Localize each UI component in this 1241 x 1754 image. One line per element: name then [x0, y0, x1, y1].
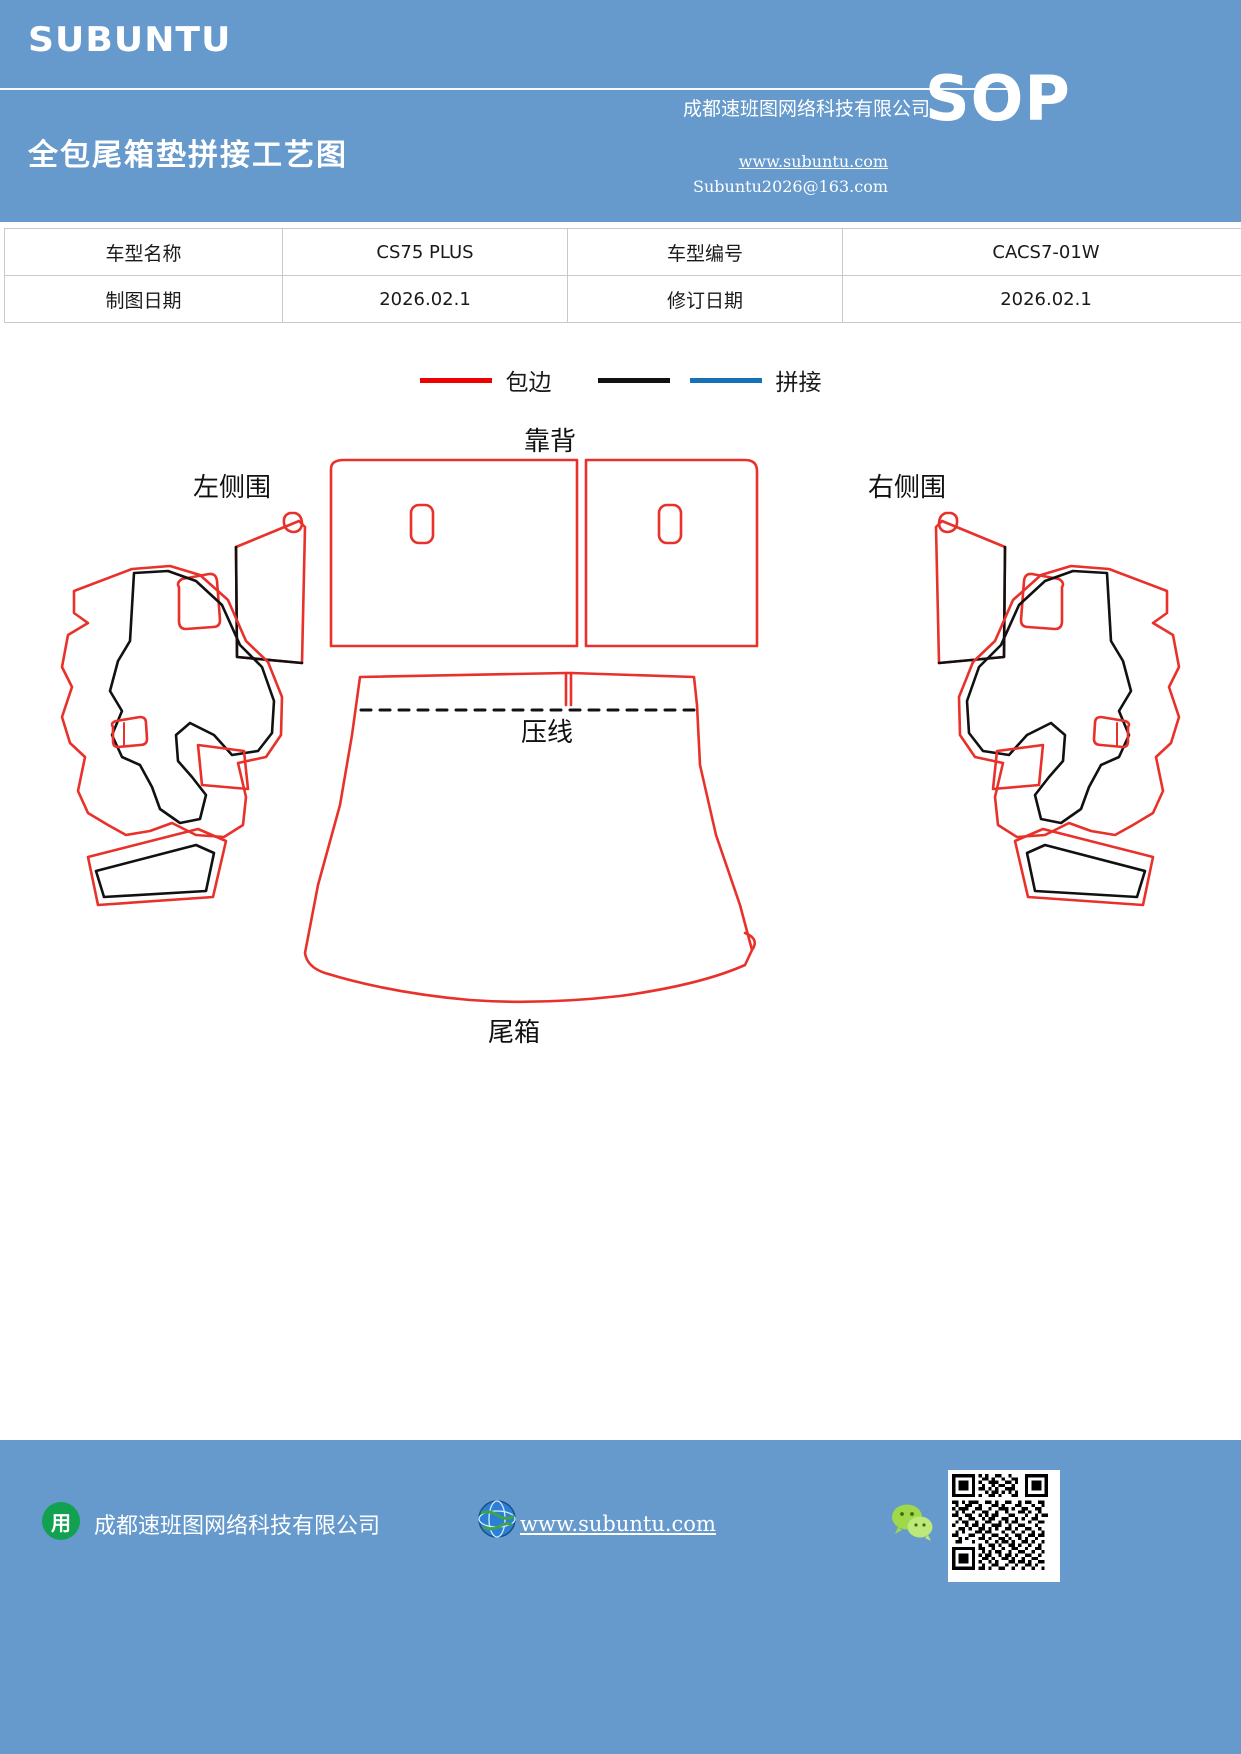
legend-label-binding: 包边 [505, 370, 552, 396]
brand-logo: SUBUNTU [28, 20, 232, 60]
legend-swatch-red-icon [419, 377, 492, 383]
legend-item-black [597, 377, 670, 383]
vehicle-info-table: 车型名称 CS75 PLUS 车型编号 CACS7-01W 制图日期 2026.… [4, 228, 1241, 323]
backrest-right-piece [584, 458, 759, 648]
diagram-label-trunk: 尾箱 [488, 1018, 541, 1048]
trunk-floor-piece [303, 671, 757, 1004]
page-header: SUBUNTU 成都速班图网络科技有限公司 SOP 全包尾箱垫拼接工艺图 www… [0, 0, 1241, 222]
legend-item-binding: 包边 [419, 363, 552, 397]
legend-label-splice: 拼接 [775, 370, 822, 396]
table-row: 车型名称 CS75 PLUS 车型编号 CACS7-01W [4, 228, 1241, 276]
header-email: Subuntu2026@163.com [693, 177, 888, 196]
cell-model-name-value: CS75 PLUS [282, 228, 568, 276]
cell-model-code-label: 车型编号 [567, 228, 843, 276]
technical-drawing: 靠背 左侧围 右侧围 压线 尾箱 [0, 405, 1241, 1095]
wechat-icon [892, 1504, 933, 1541]
page-title: 全包尾箱垫拼接工艺图 [28, 138, 348, 173]
footer-website-link[interactable]: www.subuntu.com [520, 1512, 716, 1536]
diagram-label-left-side-panel: 左侧围 [193, 473, 272, 503]
mat-pattern-svg [60, 458, 1181, 1004]
cell-model-name-label: 车型名称 [4, 228, 283, 276]
company-badge-icon: 用 [42, 1502, 80, 1540]
header-divider [0, 88, 1013, 90]
right-side-panel-pieces [934, 511, 1181, 907]
left-side-panel-pieces [60, 511, 307, 907]
footer-company-name: 成都速班图网络科技有限公司 [94, 1514, 381, 1539]
backrest-left-piece [329, 458, 579, 648]
cell-revision-date-value: 2026.02.1 [842, 275, 1241, 323]
globe-icon [478, 1500, 516, 1538]
cell-revision-date-label: 修订日期 [567, 275, 843, 323]
legend-swatch-black-icon [597, 377, 670, 383]
table-row: 制图日期 2026.02.1 修订日期 2026.02.1 [4, 275, 1241, 323]
diagram-label-crease-line: 压线 [521, 718, 574, 748]
header-company-name: 成都速班图网络科技有限公司 [682, 98, 930, 120]
page-footer: 用 成都速班图网络科技有限公司 www.subuntu.com [0, 1440, 1241, 1754]
cell-draw-date-label: 制图日期 [4, 275, 283, 323]
qr-code [948, 1470, 1060, 1582]
cell-draw-date-value: 2026.02.1 [282, 275, 568, 323]
legend: 包边 拼接 [0, 360, 1241, 400]
legend-swatch-blue-icon [689, 377, 762, 383]
company-badge-glyph: 用 [51, 1510, 71, 1535]
diagram-label-right-side-panel: 右侧围 [868, 473, 947, 503]
header-website-link[interactable]: www.subuntu.com [738, 152, 888, 171]
diagram-label-backrest: 靠背 [524, 427, 577, 457]
cell-model-code-value: CACS7-01W [842, 228, 1241, 276]
sop-badge: SOP [925, 62, 1071, 135]
legend-item-splice: 拼接 [689, 363, 822, 397]
